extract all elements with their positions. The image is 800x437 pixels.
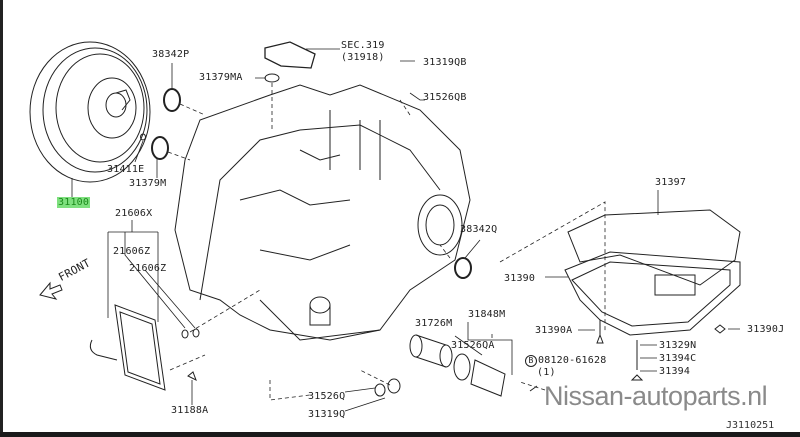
seal-38342Q xyxy=(454,257,472,279)
bolt-marker-icon: B xyxy=(525,355,537,367)
transmission-case-drawing xyxy=(174,84,471,341)
label-31848M[interactable]: 31848M xyxy=(468,309,506,320)
label-08120-qty: (1) xyxy=(537,367,556,378)
label-31319Q[interactable]: 31319Q xyxy=(308,409,346,420)
frame-edge-bottom xyxy=(0,432,800,437)
label-08120-text: 08120-61628 xyxy=(538,355,607,366)
label-31394C[interactable]: 31394C xyxy=(659,353,697,364)
label-31379M[interactable]: 31379M xyxy=(129,178,167,189)
label-31390[interactable]: 31390 xyxy=(504,273,536,284)
label-31394[interactable]: 31394 xyxy=(659,366,691,377)
oil-cooler-drawing xyxy=(89,304,166,391)
diagram-code: J3110251 xyxy=(726,420,775,431)
label-sec319-sub: (31918) xyxy=(341,52,385,63)
oil-pan-drawing xyxy=(564,209,741,336)
label-38342Q[interactable]: 38342Q xyxy=(460,224,498,235)
label-31526QB[interactable]: 31526QB xyxy=(423,92,467,103)
pin-31411E xyxy=(140,133,146,141)
seal-31379M xyxy=(151,136,169,160)
label-21606X[interactable]: 21606X xyxy=(115,208,153,219)
label-21606Z[interactable]: 21606Z xyxy=(113,246,151,257)
label-31526Q[interactable]: 31526Q xyxy=(308,391,346,402)
label-31329N[interactable]: 31329N xyxy=(659,340,697,351)
front-arrow-icon xyxy=(39,281,63,300)
label-31100-highlighted[interactable]: 31100 xyxy=(57,197,91,208)
seal-31379MA xyxy=(264,73,280,83)
sensor-sec319 xyxy=(264,41,316,69)
label-31397[interactable]: 31397 xyxy=(655,177,687,188)
leader-lines xyxy=(71,48,740,412)
label-31726M[interactable]: 31726M xyxy=(415,318,453,329)
label-31379MA[interactable]: 31379MA xyxy=(199,72,243,83)
label-21606Z[interactable]: 21606Z xyxy=(129,263,167,274)
label-31526QA[interactable]: 31526QA xyxy=(451,340,495,351)
label-31390A[interactable]: 31390A xyxy=(535,325,573,336)
label-38342P[interactable]: 38342P xyxy=(152,49,190,60)
torque-converter-drawing xyxy=(29,41,151,183)
assembly-dashed-lines xyxy=(167,83,606,401)
filter-drawing xyxy=(409,334,506,397)
label-31188A[interactable]: 31188A xyxy=(171,405,209,416)
watermark: Nissan-autoparts.nl xyxy=(544,381,768,411)
seal-38342P xyxy=(163,88,181,112)
label-31319QB[interactable]: 31319QB xyxy=(423,57,467,68)
label-sec319[interactable]: SEC.319 xyxy=(341,40,385,51)
label-31411E[interactable]: 31411E xyxy=(107,164,145,175)
frame-edge-left xyxy=(0,0,3,437)
label-31390J[interactable]: 31390J xyxy=(747,324,785,335)
